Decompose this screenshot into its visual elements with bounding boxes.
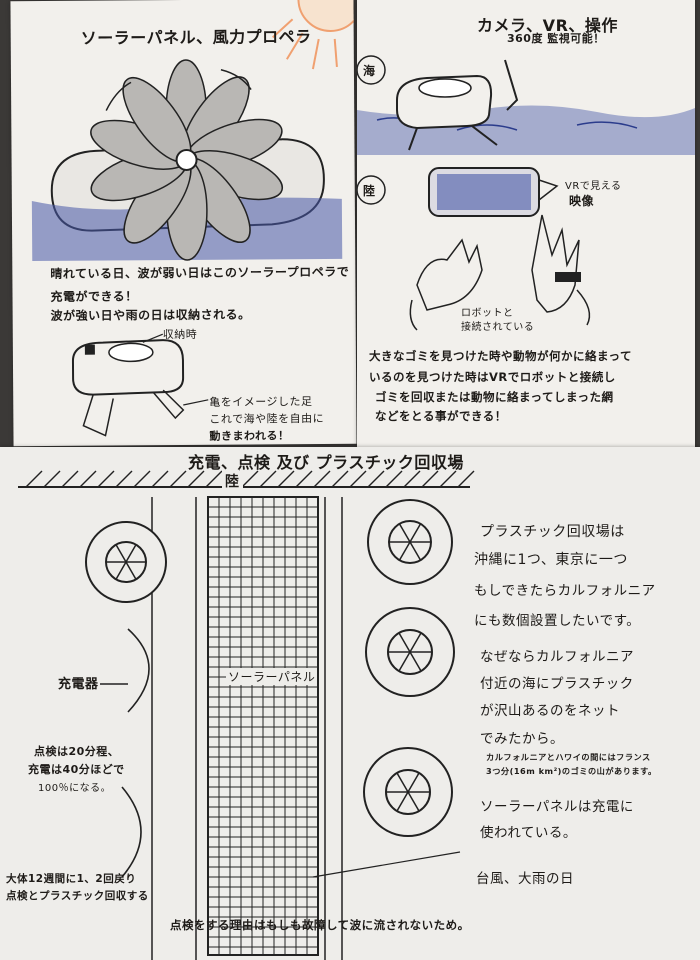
solar-panel-label: ソーラーパネル [226, 668, 318, 685]
leg-note-line: これで海や陸を自由に [209, 412, 325, 426]
station-layout-drawing [18, 470, 475, 960]
sun-icon [272, 0, 357, 70]
return-note-line: 大体12週間に1、2回戻り [6, 873, 137, 885]
plan-text-line: でみたから。 [480, 731, 564, 747]
description-line: などをとる事ができる！ [375, 409, 507, 423]
leg-note-line: 動きまわれる！ [209, 429, 290, 443]
description-line: 充電ができる！ [50, 289, 138, 304]
plan-text-line: もしできたらカルフォルニア [474, 583, 656, 599]
description-line: 晴れている日、波が弱い日はこのソーラープロペラで [50, 264, 350, 281]
vr-note-line: 映像 [569, 194, 595, 208]
inspect-note-line: 点検は20分程、 [34, 745, 120, 758]
land-badge-circle [357, 175, 386, 205]
inspect-note-line: 充電は40分ほどで [28, 763, 125, 776]
panel-charging-station: 充電、点検 及び プラスチック回収場 陸 充電器 ソーラーパネル 点検は20分程… [0, 447, 700, 960]
sea-badge: 海 [363, 64, 376, 78]
plan-text-line: ソーラーパネルは充電に [480, 799, 634, 815]
plan-text-line: 沖縄に1つ、東京に一つ [474, 552, 628, 568]
bottom-note: 点検をする理由はもしも故障して波に流されないため。 [170, 918, 470, 932]
leg-note-line: 亀をイメージした足 [209, 395, 313, 409]
stowed-robot-sketch [71, 333, 209, 437]
return-note-line: 点検とプラスチック回収する [6, 890, 149, 902]
description-line: 波が強い日や雨の日は収納される。 [50, 307, 251, 323]
glove-note-line: 接続されている [461, 322, 535, 333]
inspect-note-line: 100％になる。 [38, 783, 112, 794]
description-line: いるのを見つけた時はVRでロボットと接続し [369, 370, 616, 384]
land-badge: 陸 [363, 184, 376, 198]
description-line: ゴミを回収または動物に絡まってしまった網 [375, 390, 614, 404]
solar-propeller-drawing [31, 0, 357, 437]
panel-solar-propeller: ソーラーパネル、風力プロペラ 晴れている日、波が弱い日はこのソーラープロペラで … [10, 0, 357, 447]
docked-robot-icon [365, 607, 455, 697]
plan-text-line: プラスチック回収場は [480, 524, 625, 540]
panel-camera-vr: カメラ、VR、操作 海 陸 360度 監視可能！ VRで見える 映像 ロボットと… [357, 0, 695, 447]
panel-title: カメラ、VR、操作 [477, 16, 618, 35]
plan-text-line: 台風、大雨の日 [476, 871, 574, 887]
camera-vr-drawing [357, 55, 695, 331]
land-label: 陸 [222, 471, 243, 491]
charger-label: 充電器 [58, 677, 99, 692]
docked-robot-icon [367, 499, 453, 585]
vr-note-line: VRで見える [565, 181, 622, 192]
description-line: 大きなゴミを見つけた時や動物が何かに絡まって [369, 349, 632, 363]
panel-title: ソーラーパネル、風力プロペラ [80, 27, 312, 48]
footnote-line: カルフォルニアとハワイの間にはフランス [486, 752, 651, 762]
footnote-line: 3つ分(16m km²)のゴミの山があります。 [486, 766, 657, 776]
stowed-label: 収納時 [162, 327, 198, 342]
plan-text-line: 使われている。 [480, 825, 577, 841]
glove-note-line: ロボットと [461, 308, 514, 319]
camera-note: 360度 監視可能！ [507, 32, 605, 45]
docked-robot-icon [85, 521, 167, 603]
sea-badge-circle [357, 55, 386, 85]
docked-robot-icon [363, 747, 453, 837]
plan-text-line: にも数個設置したいです。 [474, 613, 641, 629]
panel-title: 充電、点検 及び プラスチック回収場 [188, 453, 464, 472]
plan-text-line: 付近の海にプラスチック [480, 676, 634, 692]
plan-text-line: が沢山あるのをネット [480, 703, 620, 719]
plan-text-line: なぜならカルフォルニア [480, 649, 634, 665]
